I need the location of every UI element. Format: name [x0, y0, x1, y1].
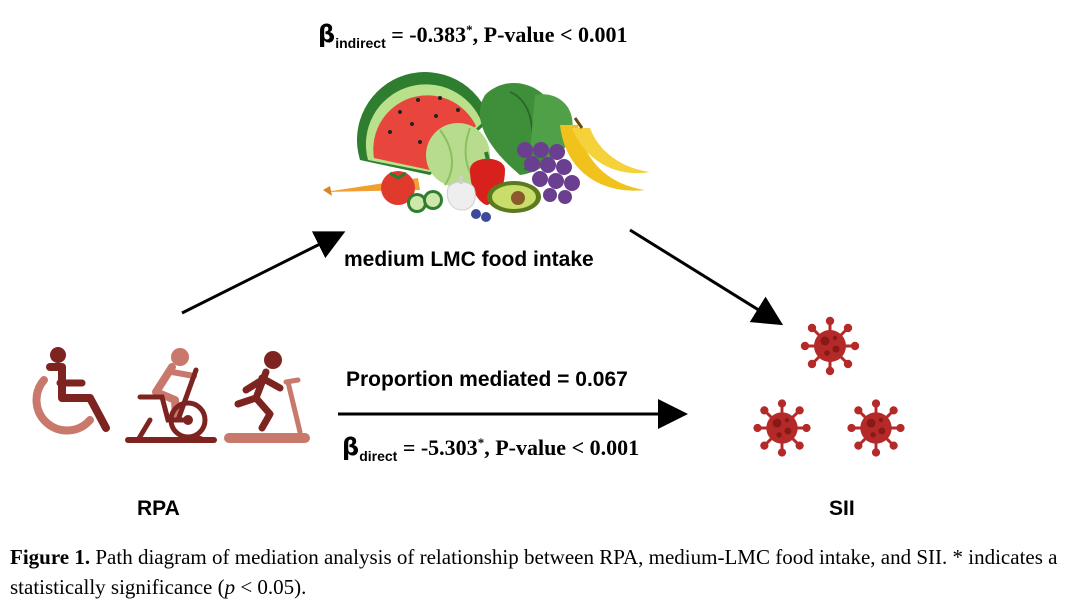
beta-subscript: indirect [335, 35, 386, 51]
beta-value: = -5.303 [397, 435, 478, 460]
beta-subscript: direct [359, 448, 398, 464]
proportion-mediated-label: Proportion mediated = 0.067 [346, 368, 628, 391]
beta-direct-label: βdirect = -5.303*, P-value < 0.001 [342, 433, 639, 464]
significance-star: * [477, 435, 485, 450]
treadmill-runner-icon [224, 351, 310, 443]
caption-end: < 0.05). [235, 575, 307, 599]
outcome-label: SII [829, 497, 855, 520]
significance-star: * [466, 22, 473, 37]
p-value: , P-value < 0.001 [472, 22, 628, 47]
figure-number: Figure 1. [10, 545, 91, 569]
p-value: , P-value < 0.001 [484, 435, 640, 460]
beta-indirect-label: βindirect = -0.383*, P-value < 0.001 [318, 20, 628, 51]
p-symbol: p [224, 575, 236, 599]
exposure-label: RPA [137, 497, 180, 520]
mediator-label: medium LMC food intake [344, 248, 594, 271]
arrow-exposure-to-mediator [181, 231, 346, 315]
arrow-mediator-to-outcome [629, 228, 784, 326]
virus-icon [751, 315, 907, 459]
fruits-vegetables-icon [323, 72, 650, 222]
figure-caption: Figure 1. Path diagram of mediation anal… [10, 542, 1075, 602]
beta-symbol: β [318, 20, 336, 48]
beta-value: = -0.383 [385, 22, 467, 47]
exercise-bike-icon [125, 348, 217, 443]
beta-symbol: β [342, 433, 360, 461]
caption-text: Path diagram of mediation analysis of re… [10, 545, 1058, 599]
wheelchair-icon [32, 347, 110, 435]
